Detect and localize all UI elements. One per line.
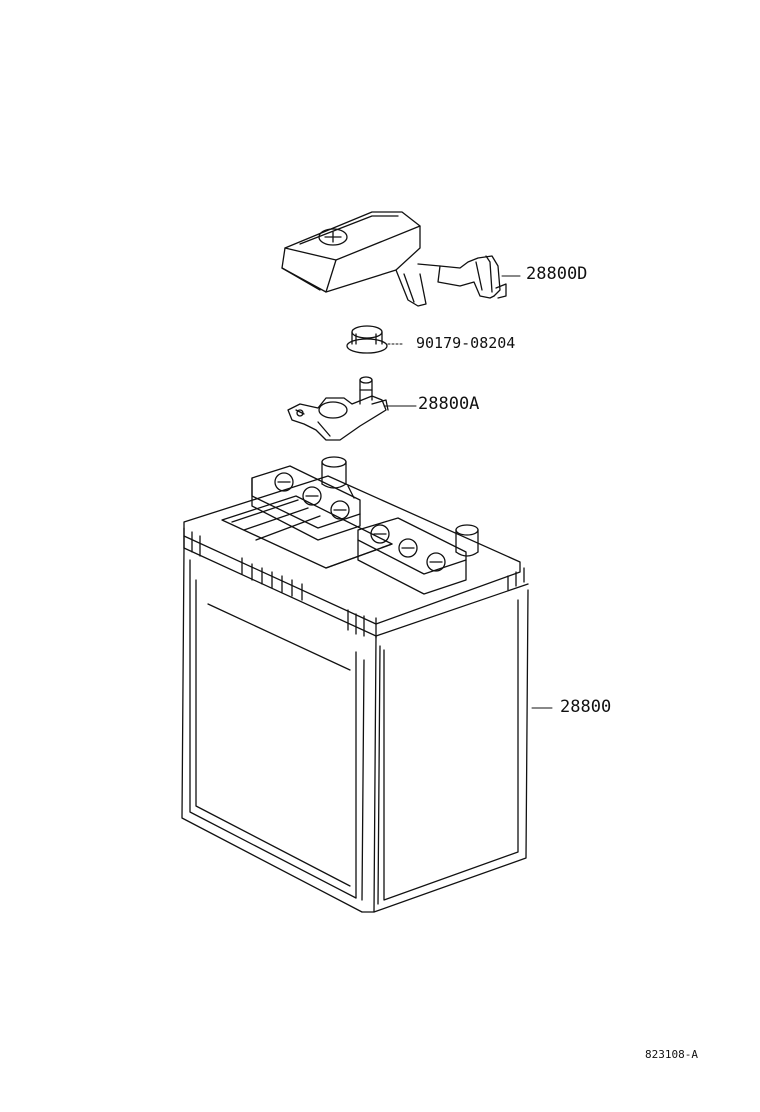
callout-28800D: 28800D	[526, 264, 588, 284]
callout-28800: 28800	[560, 697, 612, 717]
terminal-cover-drawing	[281, 211, 521, 307]
callout-28800A: 28800A	[418, 394, 480, 414]
terminal-clamp-drawing	[287, 376, 417, 441]
battery-drawing	[181, 456, 553, 913]
callout-90179-08204: 90179-08204	[416, 334, 516, 352]
nut-drawing	[346, 325, 405, 354]
figure-code: 823108-A	[645, 1048, 698, 1061]
